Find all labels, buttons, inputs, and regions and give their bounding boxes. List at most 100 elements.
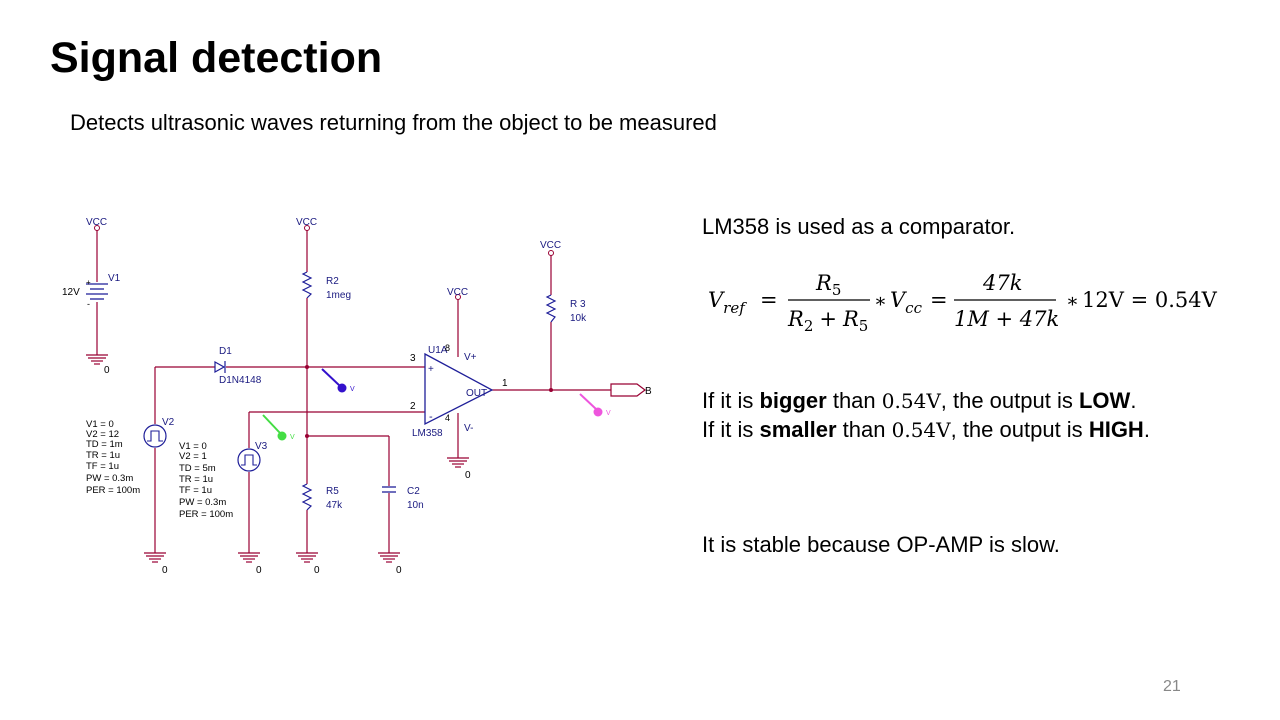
formula-num2: 47k bbox=[982, 271, 1022, 295]
circuit-schematic: VCC VCC VCC VCC V1 12V + - R2 1meg R 3 1… bbox=[62, 217, 652, 576]
svg-text:12V: 12V bbox=[62, 287, 80, 298]
svg-text:0: 0 bbox=[314, 565, 320, 576]
svg-text:0: 0 bbox=[104, 365, 110, 376]
resistor-r3: R 3 10k bbox=[545, 294, 587, 324]
svg-text:2: 2 bbox=[410, 401, 416, 412]
svg-text:R2+R5: R2+R5 bbox=[787, 307, 868, 335]
svg-text:PER = 100m: PER = 100m bbox=[86, 485, 140, 496]
vcc-terminal-r2: VCC bbox=[296, 217, 317, 231]
svg-text:10n: 10n bbox=[407, 500, 424, 511]
svg-text:V1 = 0: V1 = 0 bbox=[179, 441, 207, 452]
svg-text:PW = 0.3m: PW = 0.3m bbox=[179, 497, 226, 508]
svg-text:-: - bbox=[429, 411, 433, 423]
svg-text:V2 = 1: V2 = 1 bbox=[179, 451, 207, 462]
voltage-probe-blue: V bbox=[321, 368, 355, 393]
formula-den2: 1M + 47k bbox=[954, 307, 1059, 331]
vref-formula: Vref = R5 R2+R5 ∗ Vcc = 47k 1M + 47k ∗ 1… bbox=[708, 271, 1218, 335]
svg-text:LM358: LM358 bbox=[412, 428, 443, 439]
svg-text:V2 = 12: V2 = 12 bbox=[86, 429, 119, 440]
pulse-source-v2: V2 V1 = 0 V2 = 12 TD = 1m TR = 1u TF = 1… bbox=[86, 417, 175, 496]
svg-text:1: 1 bbox=[502, 378, 508, 389]
formula-eq1: = bbox=[760, 288, 778, 312]
junctions bbox=[305, 365, 553, 438]
svg-text:VCC: VCC bbox=[296, 217, 317, 228]
svg-text:V: V bbox=[606, 410, 611, 417]
svg-text:TR = 1u: TR = 1u bbox=[179, 474, 213, 485]
ground-v1 bbox=[86, 354, 108, 365]
condition-bigger: If it is bigger than 0.54V, the output i… bbox=[702, 388, 1137, 413]
pulse-source-v3: V3 V1 = 0 V2 = 1 TD = 5m TR = 1u TF = 1u… bbox=[179, 441, 268, 520]
svg-text:V+: V+ bbox=[464, 352, 477, 363]
svg-text:V-: V- bbox=[464, 423, 473, 434]
ground-v2 bbox=[144, 552, 166, 563]
formula-times2: ∗ bbox=[1066, 290, 1079, 312]
svg-text:4: 4 bbox=[445, 413, 450, 423]
opamp-u1a: U1A 8 V+ V- OUT + - 4 3 2 1 LM358 bbox=[410, 343, 508, 439]
vcc-terminal-opamp: VCC bbox=[447, 287, 468, 300]
resistor-r5: R5 47k bbox=[301, 483, 343, 511]
svg-text:3: 3 bbox=[410, 353, 416, 364]
ground-v3 bbox=[238, 552, 260, 563]
svg-text:R5: R5 bbox=[326, 486, 339, 497]
svg-text:10k: 10k bbox=[570, 313, 587, 324]
svg-text:PER = 100m: PER = 100m bbox=[179, 509, 233, 520]
svg-text:0: 0 bbox=[396, 565, 402, 576]
ground-c2 bbox=[378, 552, 400, 563]
wires bbox=[96, 230, 611, 553]
svg-text:V1 = 0: V1 = 0 bbox=[86, 419, 114, 430]
page-number: 21 bbox=[1163, 678, 1181, 695]
svg-text:TF = 1u: TF = 1u bbox=[86, 461, 119, 472]
svg-text:OUT: OUT bbox=[466, 388, 487, 399]
comparator-note: LM358 is used as a comparator. bbox=[702, 214, 1016, 239]
svg-text:PW = 0.3m: PW = 0.3m bbox=[86, 473, 133, 484]
vcc-terminal-v1: VCC bbox=[86, 217, 107, 231]
ground-opamp bbox=[447, 457, 469, 468]
svg-text:VCC: VCC bbox=[447, 287, 468, 298]
svg-text:V1: V1 bbox=[108, 273, 121, 284]
formula-eq2: = bbox=[930, 288, 948, 312]
svg-text:D1N4148: D1N4148 bbox=[219, 375, 262, 386]
voltage-probe-green: V bbox=[262, 414, 295, 441]
svg-text:V: V bbox=[290, 434, 295, 441]
ground-r5 bbox=[296, 552, 318, 563]
svg-text:-: - bbox=[87, 299, 90, 309]
capacitor-c2: C2 10n bbox=[382, 486, 424, 511]
formula-num1: R5 bbox=[815, 271, 841, 299]
slide-subtitle: Detects ultrasonic waves returning from … bbox=[70, 110, 717, 135]
ground-labels: 0 0 0 0 0 0 bbox=[104, 365, 471, 576]
stability-note: It is stable because OP-AMP is slow. bbox=[702, 532, 1060, 557]
svg-text:0: 0 bbox=[162, 565, 168, 576]
svg-text:0: 0 bbox=[256, 565, 262, 576]
svg-text:TF = 1u: TF = 1u bbox=[179, 485, 212, 496]
svg-text:U1A: U1A bbox=[428, 345, 448, 356]
svg-text:V3: V3 bbox=[255, 441, 268, 452]
svg-text:VCC: VCC bbox=[86, 217, 107, 228]
voltage-probe-pink: V bbox=[579, 393, 611, 417]
svg-text:R2: R2 bbox=[326, 276, 339, 287]
slide-title: Signal detection bbox=[50, 34, 383, 82]
svg-text:1meg: 1meg bbox=[326, 290, 351, 301]
resistor-r2: R2 1meg bbox=[301, 271, 351, 301]
diode-d1: D1 D1N4148 bbox=[214, 346, 262, 386]
offpage-connector-b: B bbox=[610, 383, 652, 397]
formula-vcc: Vcc bbox=[890, 288, 923, 317]
condition-smaller: If it is smaller than 0.54V, the output … bbox=[702, 417, 1150, 442]
vcc-terminal-r3: VCC bbox=[540, 240, 561, 256]
svg-text:C2: C2 bbox=[407, 486, 420, 497]
battery-v1: V1 12V + - bbox=[62, 273, 121, 309]
formula-times1: ∗ bbox=[874, 290, 887, 312]
formula-result: 12V = 0.54V bbox=[1082, 288, 1218, 312]
formula-lhs: Vref bbox=[708, 288, 747, 317]
svg-text:TD = 5m: TD = 5m bbox=[179, 463, 216, 474]
svg-text:+: + bbox=[428, 364, 434, 375]
svg-text:R 3: R 3 bbox=[570, 299, 586, 310]
svg-text:TR = 1u: TR = 1u bbox=[86, 450, 120, 461]
formula-den1: R2+R5 bbox=[787, 307, 868, 335]
svg-text:47k: 47k bbox=[326, 500, 343, 511]
svg-text:VCC: VCC bbox=[540, 240, 561, 251]
svg-text:V: V bbox=[350, 386, 355, 393]
svg-text:B: B bbox=[645, 386, 652, 397]
ground-symbols bbox=[86, 354, 469, 563]
svg-text:D1: D1 bbox=[219, 346, 232, 357]
svg-text:0: 0 bbox=[465, 470, 471, 481]
